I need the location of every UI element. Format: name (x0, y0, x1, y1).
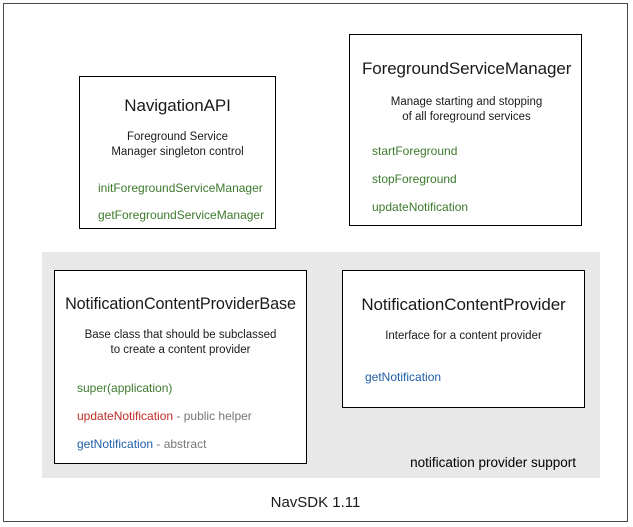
class-description-line-2: Manager singleton control (111, 145, 244, 158)
member-name: startForeground (372, 144, 458, 158)
member-name: updateNotification (77, 409, 174, 423)
class-title: NavigationAPI (124, 96, 231, 115)
member-item[interactable]: getNotification - abstract (77, 437, 300, 452)
class-description: Manage starting and stopping of all fore… (362, 95, 571, 124)
diagram-footer-label: NavSDK 1.11 (270, 494, 361, 511)
member-list: initForegroundServiceManager getForegrou… (90, 181, 265, 223)
member-item[interactable]: initForegroundServiceManager (98, 181, 265, 196)
member-item[interactable]: startForeground (372, 144, 571, 159)
class-card-notification-content-provider[interactable]: NotificationContentProvider Interface fo… (342, 270, 585, 408)
class-description-line-2: to create a content provider (110, 343, 251, 356)
class-description: Foreground Service Manager singleton con… (90, 130, 265, 159)
class-title: NotificationContentProviderBase (65, 295, 296, 313)
member-item[interactable]: getNotification (365, 370, 576, 385)
member-item[interactable]: updateNotification - public helper (77, 409, 300, 424)
member-name: initForegroundServiceManager (98, 181, 263, 195)
member-note: - public helper (173, 409, 252, 423)
class-title: ForegroundServiceManager (362, 59, 572, 78)
member-item[interactable]: super(application) (77, 381, 300, 396)
class-card-foreground-service-manager[interactable]: ForegroundServiceManager Manage starting… (349, 34, 582, 226)
class-card-navigation-api[interactable]: NavigationAPI Foreground Service Manager… (79, 76, 276, 229)
class-description-line-2: of all foreground services (402, 110, 531, 123)
class-description-line-1: Foreground Service (127, 131, 228, 143)
member-item[interactable]: stopForeground (372, 172, 571, 187)
member-list: startForeground stopForeground updateNot… (362, 144, 571, 215)
member-item[interactable]: updateNotification (372, 200, 571, 215)
member-list: getNotification (351, 370, 576, 385)
class-description-line-1: Interface for a content provider (385, 330, 542, 342)
class-description-line-1: Base class that should be subclassed (84, 329, 277, 341)
class-description: Interface for a content provider (351, 329, 576, 344)
class-title: NotificationContentProvider (361, 295, 566, 314)
member-name: getNotification (365, 369, 442, 384)
panel-caption: notification provider support (410, 455, 576, 470)
diagram-outer-frame: notification provider support Navigation… (3, 3, 628, 522)
class-description-line-1: Manage starting and stopping (390, 96, 543, 108)
class-card-notification-content-provider-base[interactable]: NotificationContentProviderBase Base cla… (54, 270, 307, 464)
member-name: updateNotification (372, 200, 469, 214)
member-name: super(application) (77, 381, 173, 395)
member-item[interactable]: getForegroundServiceManager (98, 208, 265, 223)
member-note: - abstract (153, 437, 207, 451)
member-name: getForegroundServiceManager (98, 208, 265, 222)
member-name: getNotification (77, 437, 154, 451)
member-name: stopForeground (372, 172, 457, 186)
member-list: super(application) updateNotification - … (61, 381, 300, 452)
class-description: Base class that should be subclassed to … (61, 328, 300, 357)
